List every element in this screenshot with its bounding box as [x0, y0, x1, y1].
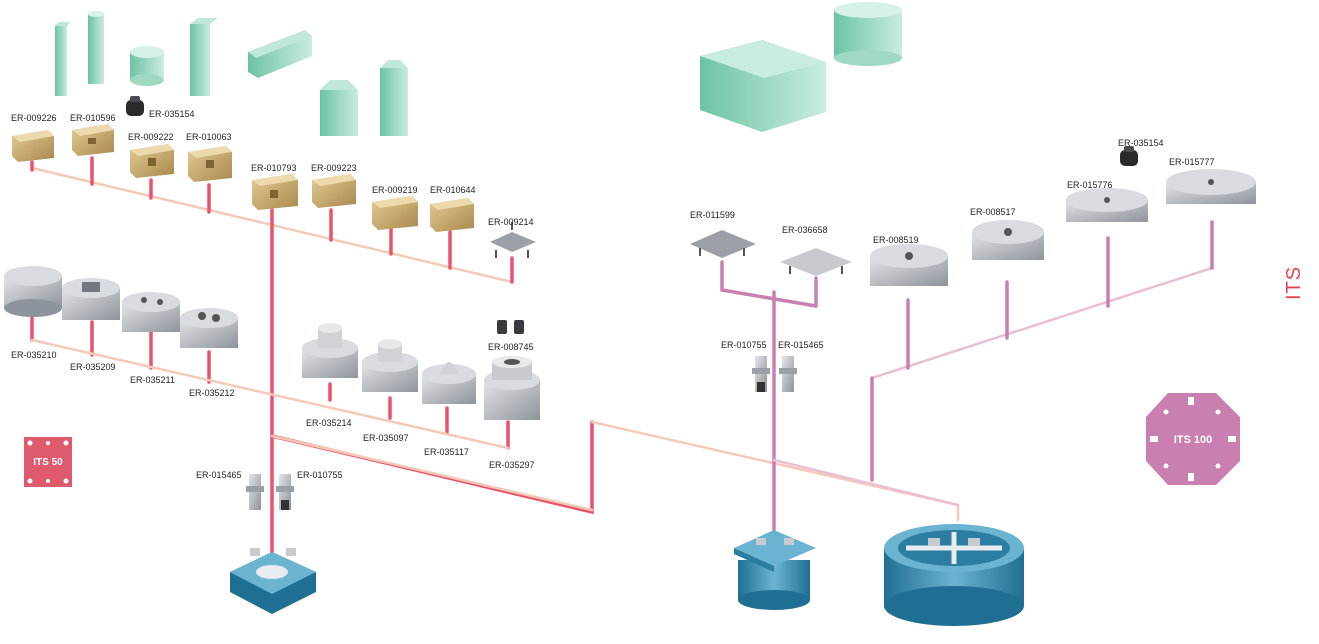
holder-er010596: [72, 124, 114, 156]
collets-er008745: [497, 320, 524, 334]
plate-er015777: [1166, 169, 1256, 204]
chuck-er035211: [122, 292, 180, 332]
label-er-010596: ER-010596: [70, 113, 116, 123]
blank-large-cylinder: [834, 2, 902, 66]
label-er-015777: ER-015777: [1169, 157, 1215, 167]
line-lower-diagonal: [270, 434, 594, 512]
stud-er015465-right: [779, 356, 797, 392]
stud-er015465-left: [246, 474, 264, 510]
chuck-er035212: [180, 308, 238, 348]
holder-er009222: [130, 144, 174, 178]
line-its100-header: [870, 266, 1214, 380]
label-er-010793: ER-010793: [251, 163, 297, 173]
chuck-er035209: [62, 278, 120, 320]
label-er-035210: ER-035210: [11, 350, 57, 360]
line-its100-cross: [772, 458, 960, 507]
steel-chucks-its50: [4, 266, 540, 420]
label-er-035117: ER-035117: [424, 447, 469, 457]
pull-studs-left: [246, 474, 294, 510]
knob-icon-left: [126, 96, 144, 116]
drop-er011599: [720, 260, 818, 308]
blank-group-right: [700, 2, 902, 132]
blank-cylinder-1: [88, 11, 104, 84]
label-er-035214: ER-035214: [306, 418, 352, 428]
label-er-035212: ER-035212: [189, 388, 235, 398]
its100-badge-label: ITS 100: [1174, 434, 1213, 446]
brand-its-vertical: ITS: [1283, 265, 1305, 300]
blank-group-left: [55, 11, 408, 136]
blank-block-1: [320, 80, 358, 136]
label-er-035154-right: ER-035154: [1118, 138, 1164, 148]
chuck-er035097: [362, 339, 418, 392]
label-er-010755-left: ER-010755: [297, 470, 343, 480]
chuck-er035117: [422, 362, 476, 404]
its50-badge-label: ITS 50: [33, 457, 63, 468]
plate-er015776: [1066, 188, 1148, 222]
chuck-er035297: [484, 356, 540, 420]
label-er-035097: ER-035097: [363, 433, 409, 443]
holder-er009219: [372, 196, 418, 230]
blank-rod-1: [55, 22, 70, 96]
its50-badge-icon: [24, 437, 72, 487]
label-er-015465-left: ER-015465: [196, 470, 242, 480]
holder-er009223: [312, 174, 356, 208]
label-er-035297: ER-035297: [489, 460, 535, 470]
label-er-015776: ER-015776: [1067, 180, 1113, 190]
label-er-035209: ER-035209: [70, 362, 116, 372]
blank-bar-1: [190, 18, 218, 96]
label-er-010755-right: ER-010755: [721, 340, 767, 350]
label-er-009226: ER-009226: [11, 113, 57, 123]
its100-pallets: [690, 169, 1256, 286]
label-er-035154-left: ER-035154: [149, 109, 195, 119]
its100-small-chuck: [734, 530, 816, 610]
holder-er010063: [188, 146, 232, 182]
plate-er008517: [972, 220, 1044, 260]
label-er-008517: ER-008517: [970, 207, 1016, 217]
holder-er009226: [12, 130, 54, 162]
label-er-035211: ER-035211: [130, 375, 175, 385]
its100-badge-icon: [1146, 393, 1240, 485]
connection-lines: [30, 156, 1214, 557]
its50-base-chuck: [230, 548, 316, 614]
blank-plate-1: [248, 30, 312, 78]
label-er-036658: ER-036658: [782, 225, 828, 235]
chuck-er035210: [4, 266, 62, 317]
brass-holders: [12, 124, 536, 258]
pallet-er011599: [690, 230, 756, 258]
blank-large-block: [700, 40, 826, 132]
pull-studs-right: [752, 356, 797, 392]
label-er-010063: ER-010063: [186, 132, 232, 142]
pallet-er036658: [780, 248, 852, 276]
label-er-011599: ER-011599: [690, 210, 735, 220]
label-er-015465-right: ER-015465: [778, 340, 824, 350]
stud-er010755-left: [276, 474, 294, 510]
label-er-008745: ER-008745: [488, 342, 534, 352]
label-er-008519: ER-008519: [873, 235, 919, 245]
label-er-009219: ER-009219: [372, 185, 418, 195]
plate-er008519: [870, 244, 948, 286]
stud-er010755-right: [752, 356, 770, 392]
line-mid-header: [30, 338, 510, 450]
blank-bar-2: [380, 60, 408, 136]
holder-er009214: [490, 222, 536, 258]
label-er-009223: ER-009223: [311, 163, 357, 173]
knob-icon-right: [1120, 146, 1138, 166]
label-er-009214: ER-009214: [488, 217, 534, 227]
blank-cylinder-2: [130, 46, 164, 86]
its100-large-chuck: [884, 524, 1024, 626]
holder-er010793: [252, 174, 298, 210]
label-er-010644: ER-010644: [430, 185, 476, 195]
holder-er010644: [430, 198, 474, 232]
chuck-er035214: [302, 323, 358, 378]
label-er-009222: ER-009222: [128, 132, 174, 142]
